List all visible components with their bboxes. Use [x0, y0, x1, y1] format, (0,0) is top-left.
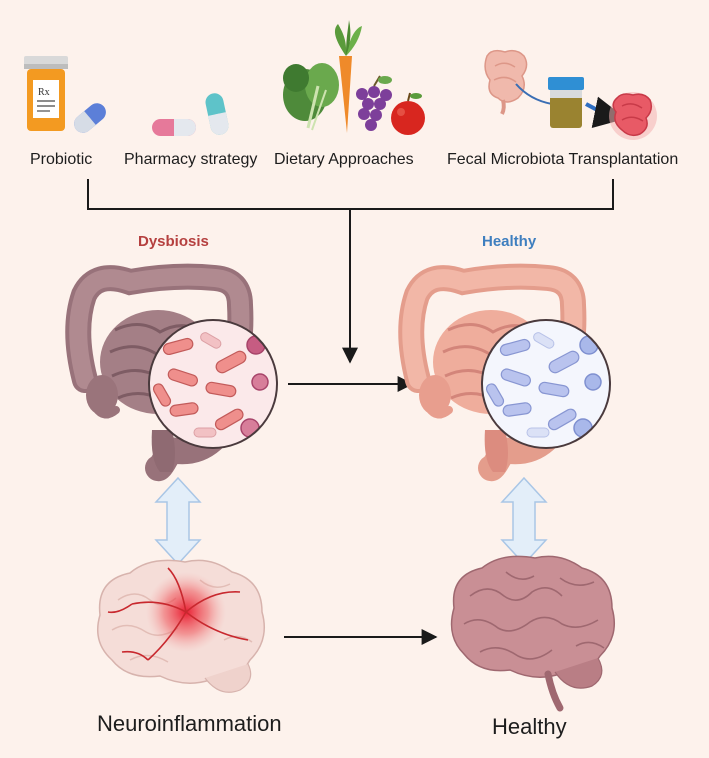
- dysbiosis-title: Dysbiosis: [138, 233, 209, 250]
- healthy-bacteria-magnifier: [481, 319, 611, 449]
- vegetables-fruit-icon: [283, 20, 425, 135]
- capsule-icon: [74, 103, 106, 133]
- rx-symbol: Rx: [38, 87, 50, 98]
- inflamed-brain: [97, 559, 265, 693]
- capsule-icon: [205, 93, 229, 135]
- gut-brain-double-arrow-right: [500, 476, 548, 566]
- recipient-intestine-icon: [609, 92, 657, 140]
- neuroinflammation-label: Neuroinflammation: [97, 711, 282, 736]
- healthy-brain-label: Healthy: [492, 714, 567, 739]
- capsule-icon: [152, 119, 196, 136]
- fmt-curve-arrow: [515, 83, 553, 105]
- dietary-approaches-label: Dietary Approaches: [274, 151, 414, 168]
- healthy-gut-title: Healthy: [482, 233, 537, 250]
- strategy-bracket: [87, 179, 614, 210]
- stool-jar-icon: [548, 77, 584, 128]
- probiotic-label: Probiotic: [30, 151, 93, 168]
- donor-intestine-icon: [484, 49, 528, 115]
- fmt-label: Fecal Microbiota Transplantation: [447, 151, 679, 168]
- pill-bottle-icon: Rx: [24, 56, 68, 131]
- healthy-brain: [450, 555, 615, 712]
- pharmacy-strategy-label: Pharmacy strategy: [124, 151, 258, 168]
- gut-brain-double-arrow-left: [154, 476, 202, 566]
- dysbiosis-bacteria-magnifier: [148, 319, 278, 449]
